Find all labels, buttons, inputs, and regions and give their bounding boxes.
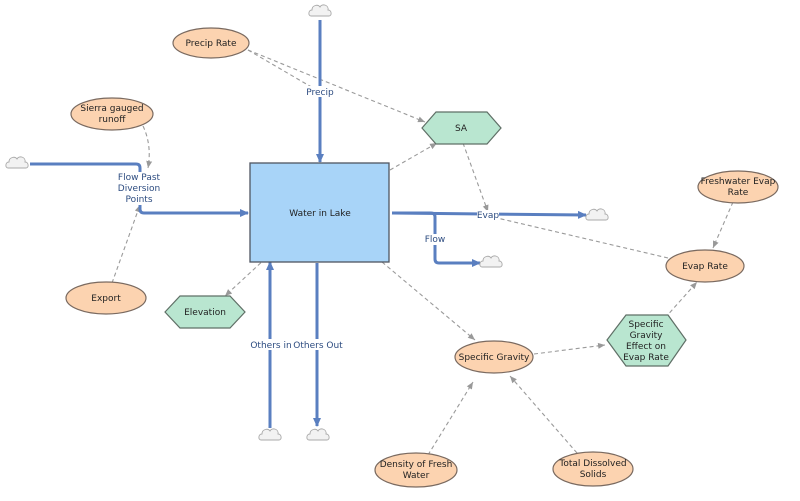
converter-label-line2: runoff xyxy=(99,115,127,125)
link-sa-to-evap[interactable] xyxy=(462,142,489,213)
flow-others-in-label: Others in xyxy=(250,341,291,351)
cloud-icon xyxy=(479,255,503,268)
hex-label: Elevation xyxy=(184,308,226,318)
cloud-icon xyxy=(258,428,282,441)
stock-water-in-lake[interactable]: Water in Lake xyxy=(249,162,390,263)
link-evap-rate-to-evap[interactable] xyxy=(479,212,669,259)
cloud-icon xyxy=(585,208,609,221)
stock-label: Water in Lake xyxy=(289,209,351,219)
converter-label: Evap Rate xyxy=(682,262,728,272)
converter-label-line1: Total Dissolved xyxy=(558,459,626,469)
converter-total-dissolved-solids[interactable]: Total Dissolved Solids xyxy=(552,451,634,487)
converter-label: Precip Rate xyxy=(186,39,237,49)
flow-past-label-line3: Points xyxy=(125,195,152,205)
converter-label-line2: Water xyxy=(403,471,430,481)
converter-sierra-gauged-runoff[interactable]: Sierra gauged runoff xyxy=(70,97,154,131)
link-stock-to-sa[interactable] xyxy=(389,142,438,171)
link-density-to-specific-gravity[interactable] xyxy=(427,381,474,456)
converter-label: Specific Gravity xyxy=(459,353,530,363)
flow-past-label-line1: Flow Past xyxy=(118,173,161,183)
hex-label-line4: Evap Rate xyxy=(623,353,669,363)
hex-label-line2: Gravity xyxy=(630,331,664,341)
converter-evap-rate[interactable]: Evap Rate xyxy=(665,249,745,283)
flow-precip-label: Precip xyxy=(306,88,334,98)
converter-label-line2: Rate xyxy=(728,188,749,198)
converter-label-line1: Density of Fresh xyxy=(380,460,453,470)
link-precip-rate-to-precip[interactable] xyxy=(247,49,321,93)
converter-label: Export xyxy=(91,294,121,304)
link-stock-to-elevation[interactable] xyxy=(224,257,267,297)
link-stock-to-specific-gravity[interactable] xyxy=(381,261,476,341)
converter-precip-rate[interactable]: Precip Rate xyxy=(172,27,250,59)
converter-label-line2: Solids xyxy=(580,470,607,480)
hex-label-line3: Effect on xyxy=(626,342,666,352)
link-sierra-to-flow-past[interactable] xyxy=(142,125,153,169)
flow-evap-label: Evap xyxy=(477,211,500,221)
flow-flow-label: Flow xyxy=(425,235,446,245)
converter-specific-gravity[interactable]: Specific Gravity xyxy=(454,340,534,374)
cloud-icon xyxy=(5,156,29,169)
hex-specific-gravity-effect[interactable]: Specific Gravity Effect on Evap Rate xyxy=(606,314,687,367)
link-export-to-flow-past[interactable] xyxy=(111,204,141,284)
cloud-icon xyxy=(306,428,330,441)
hex-elevation[interactable]: Elevation xyxy=(164,295,246,329)
flow-labels: Precip Flow Past Diversion Points Evap F… xyxy=(116,86,499,351)
link-effect-to-evap-rate[interactable] xyxy=(664,281,698,319)
converter-label-line1: Freshwater Evap xyxy=(701,177,776,187)
link-tds-to-specific-gravity[interactable] xyxy=(509,375,578,454)
cloud-icon xyxy=(308,4,332,17)
flow-others-out-label: Others Out xyxy=(293,341,343,351)
hex-sa[interactable]: SA xyxy=(421,111,502,145)
link-specific-gravity-to-effect[interactable] xyxy=(533,342,606,355)
link-precip-rate-to-sa[interactable] xyxy=(247,49,426,123)
converter-density-of-fresh-water[interactable]: Density of Fresh Water xyxy=(374,452,458,488)
hex-label-line1: Specific xyxy=(628,320,663,330)
link-freshwater-to-evap-rate[interactable] xyxy=(712,201,734,249)
flow-past-label-line2: Diversion xyxy=(118,184,160,194)
clouds xyxy=(5,4,609,441)
converter-label-line1: Sierra gauged xyxy=(80,104,143,114)
hex-label: SA xyxy=(455,124,468,134)
converter-freshwater-evap-rate[interactable]: Freshwater Evap Rate xyxy=(697,170,779,204)
converter-export[interactable]: Export xyxy=(65,281,147,315)
connector-links xyxy=(111,49,734,456)
